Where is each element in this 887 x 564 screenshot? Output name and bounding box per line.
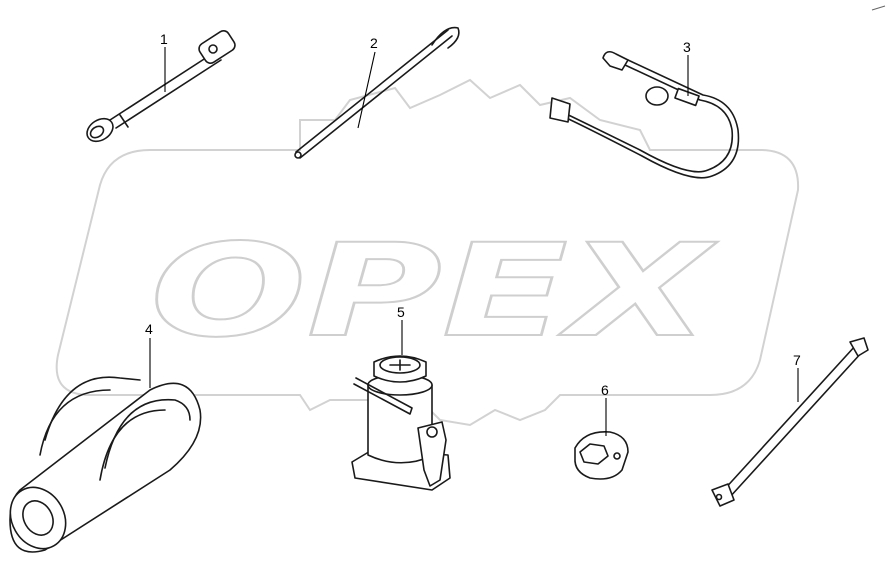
watermark-text: OPEX: [150, 217, 718, 366]
part-2-rod[interactable]: [294, 26, 460, 159]
part-7-extension-bar[interactable]: [711, 337, 869, 507]
callout-2: 2: [370, 35, 378, 51]
callout-6: 6: [601, 382, 609, 398]
leader-2: [357, 51, 376, 129]
callout-5: 5: [397, 304, 405, 320]
callout-4: 4: [145, 321, 153, 337]
callout-1: 1: [160, 31, 168, 47]
part-4-tool-bag[interactable]: [0, 376, 202, 559]
callout-3: 3: [683, 39, 691, 55]
part-5-bottle-jack[interactable]: [351, 355, 451, 491]
part-3-inflation-hose[interactable]: [549, 50, 740, 179]
watermark-gear-outline: [55, 78, 800, 427]
callout-leaders: [149, 47, 799, 436]
callout-7: 7: [793, 352, 801, 368]
corner-mark: [871, 5, 886, 11]
watermark: OPEX: [55, 78, 800, 427]
part-1-wheel-wrench[interactable]: [83, 29, 237, 146]
callout-labels: 1 2 3 4 5 6 7: [145, 31, 801, 398]
part-6-socket[interactable]: [574, 431, 629, 480]
